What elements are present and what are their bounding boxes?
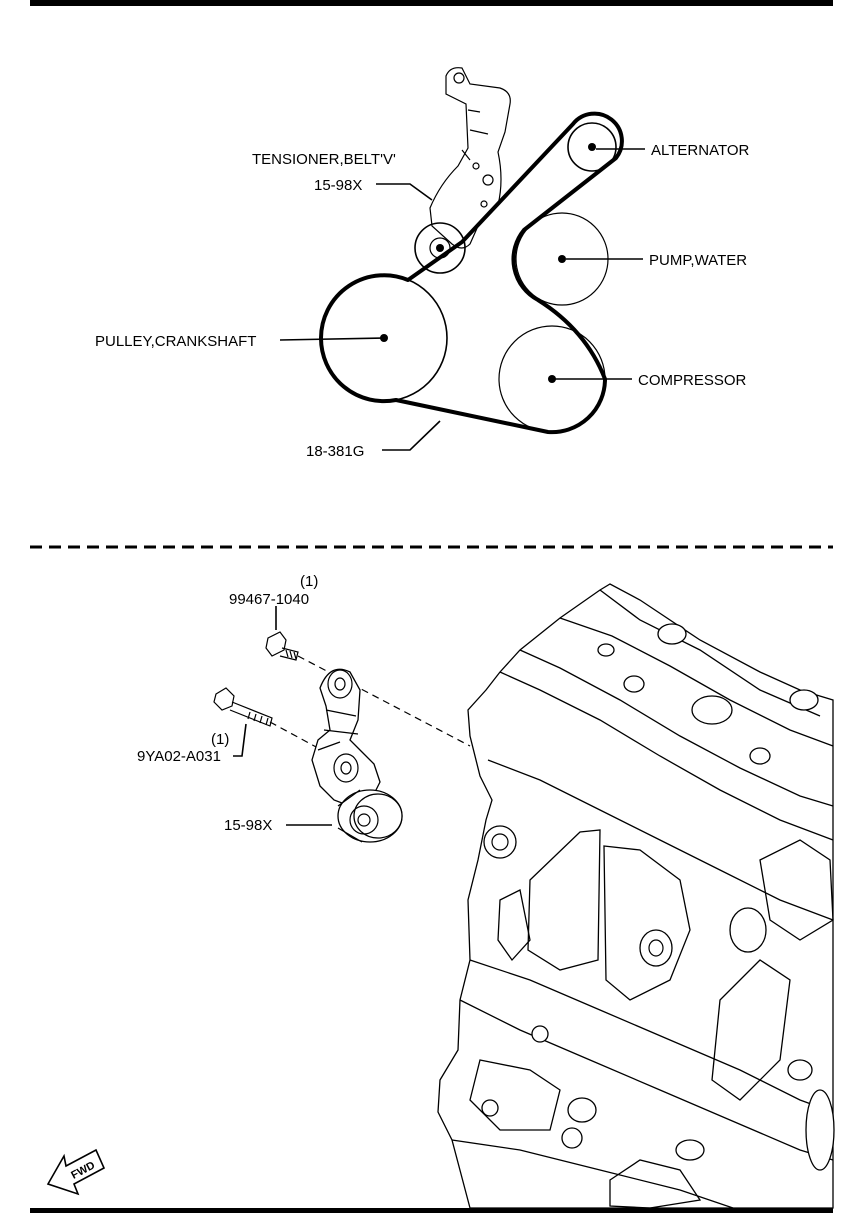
water-pump-dot <box>558 255 566 263</box>
bolt-lower-qty: (1) <box>211 731 229 748</box>
bolt-lower-icon <box>213 687 273 727</box>
bracket-ribs <box>461 109 489 161</box>
crankshaft-leader <box>279 337 385 341</box>
crankshaft-pulley-label: PULLEY,CRANKSHAFT <box>95 333 256 350</box>
bolt-upper-alignment-line <box>297 655 471 747</box>
bracket-hole-icon <box>453 72 465 84</box>
drive-belt <box>318 111 624 435</box>
belt-leader <box>382 420 441 451</box>
bracket-hole-icon <box>480 200 488 208</box>
alternator-dot <box>588 143 596 151</box>
bottom-border <box>30 1208 833 1213</box>
exploded-view-section: (1) 99467-1040 (1) 9YA02-A031 15-98X <box>46 573 835 1209</box>
belt-part-label: 18-381G <box>306 443 364 460</box>
bolt-lower-part-label: 9YA02-A031 <box>137 748 221 765</box>
tensioner-bracket <box>429 67 511 249</box>
engine-block <box>437 583 835 1209</box>
forward-arrow-icon: FWD <box>46 1148 106 1196</box>
bolt-lower-alignment-line <box>269 721 319 749</box>
top-border <box>30 0 833 6</box>
belt-layout-section: TENSIONER,BELT'V' 15-98X ALTERNATOR PUMP… <box>95 67 750 460</box>
bracket-hole-icon <box>482 174 494 186</box>
tensioner-dot <box>436 244 444 252</box>
tensioner-assembly <box>311 668 403 843</box>
tensioner-label: TENSIONER,BELT'V' <box>252 151 396 168</box>
tensioner-pulley <box>414 222 466 274</box>
bracket-hole-icon <box>472 162 480 170</box>
tensioner-leader <box>376 183 433 201</box>
water-pump-label: PUMP,WATER <box>649 252 747 269</box>
alternator-pulley <box>567 122 617 172</box>
tensioner-part-label: 15-98X <box>314 177 362 194</box>
tensioner-assembly-part-label: 15-98X <box>224 817 272 834</box>
bolt-upper-icon <box>265 631 299 661</box>
bolt-upper-qty: (1) <box>300 573 318 590</box>
bolt-lower-leader <box>233 723 247 757</box>
compressor-label: COMPRESSOR <box>638 372 747 389</box>
bolt-upper-part-label: 99467-1040 <box>229 591 309 608</box>
alternator-label: ALTERNATOR <box>651 142 750 159</box>
